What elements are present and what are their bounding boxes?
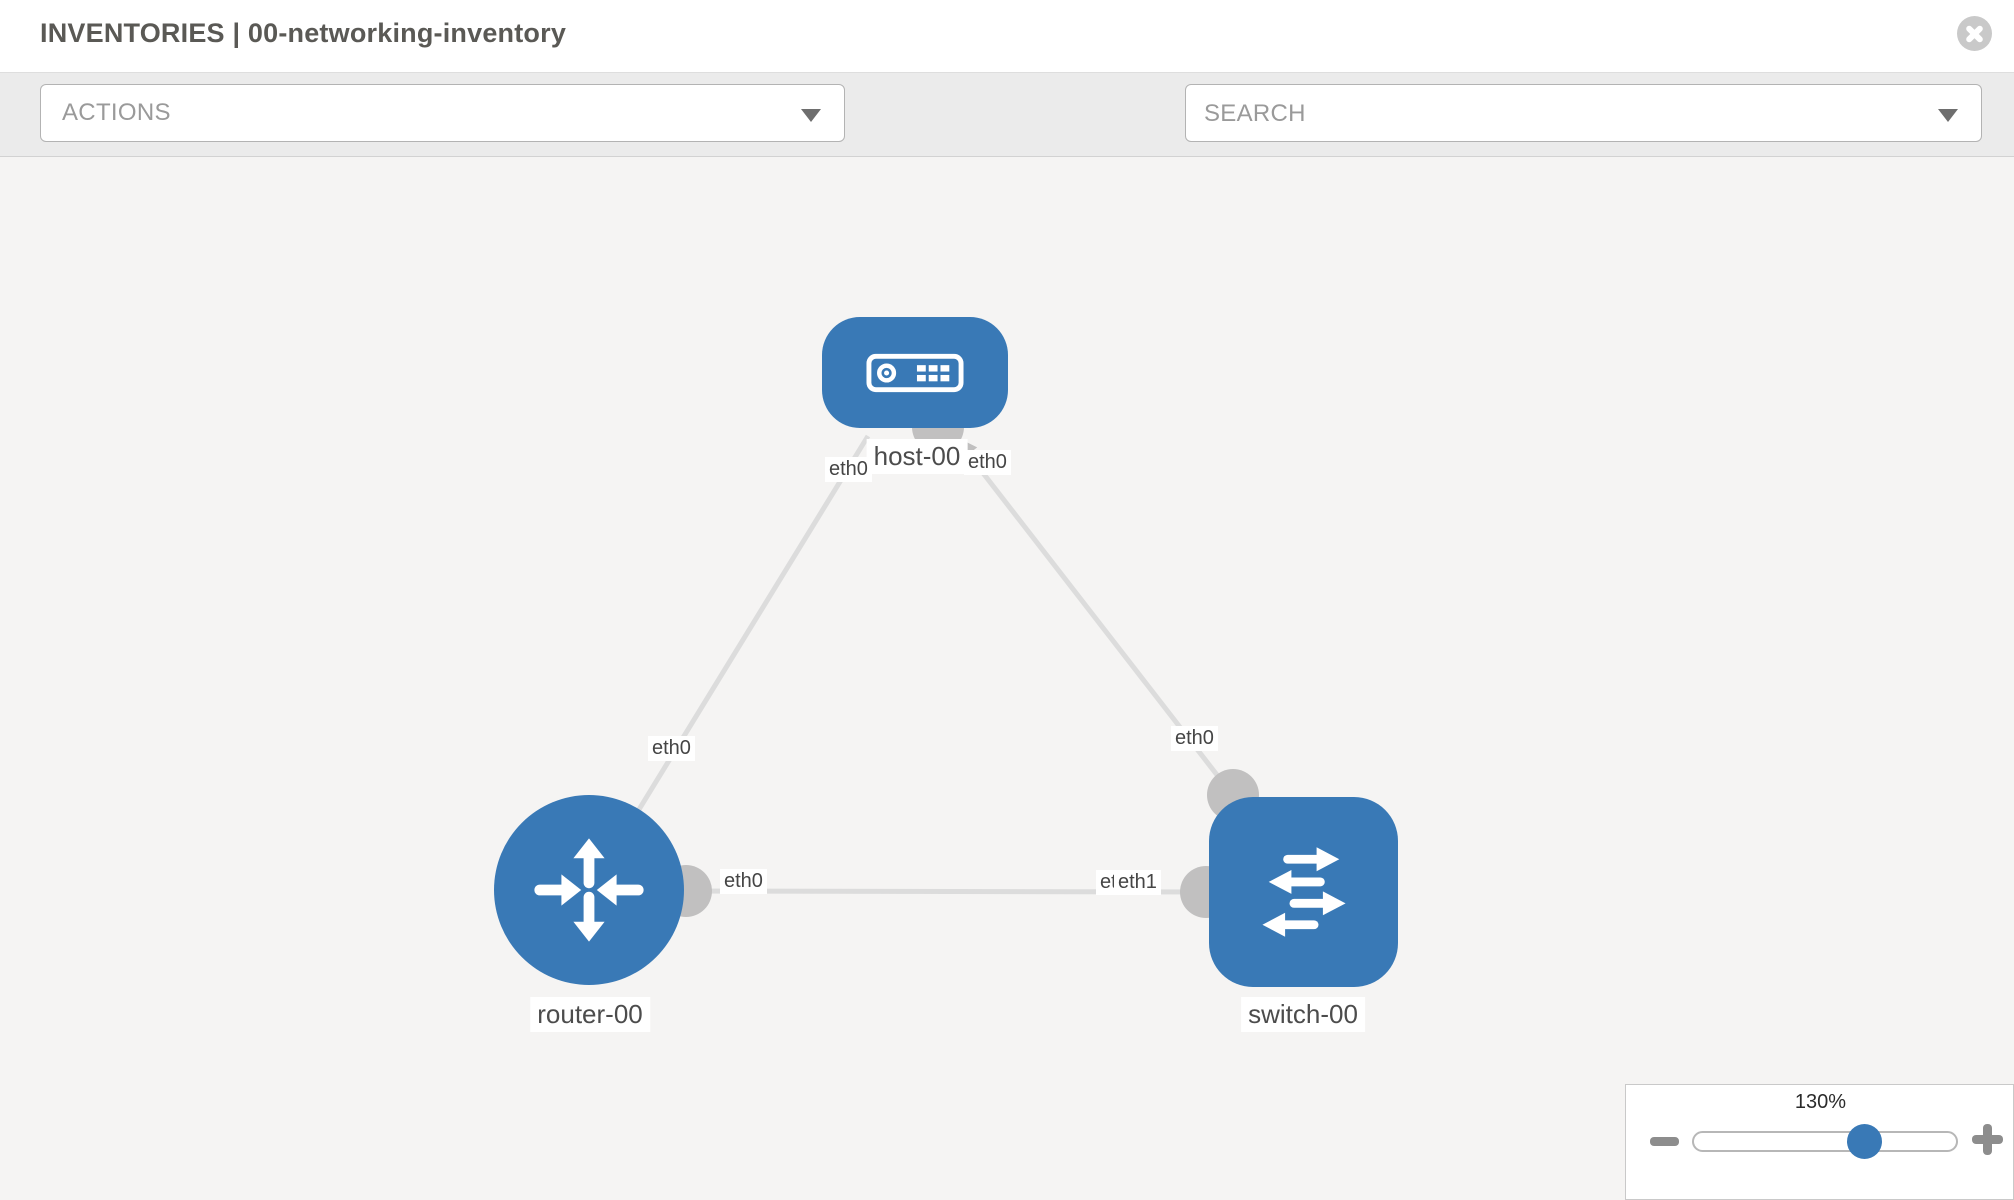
node-switch-00[interactable] xyxy=(1209,797,1398,987)
interface-label-switch-host: eth0 xyxy=(1171,726,1218,751)
zoom-slider-knob[interactable] xyxy=(1847,1124,1882,1159)
minus-icon[interactable] xyxy=(1650,1137,1679,1146)
host-device-icon xyxy=(866,353,964,392)
plus-icon[interactable] xyxy=(1972,1124,2003,1155)
actions-dropdown[interactable]: ACTIONS xyxy=(40,84,845,142)
zoom-control-panel: 130% xyxy=(1625,1084,2014,1200)
node-label-host: host-00 xyxy=(866,439,968,474)
interface-label-host-right: eth0 xyxy=(964,450,1011,475)
node-label-switch: switch-00 xyxy=(1241,997,1365,1032)
search-input[interactable] xyxy=(1202,91,1926,137)
node-host-00[interactable] xyxy=(822,317,1008,428)
toolbar: ACTIONS xyxy=(0,73,2014,203)
actions-dropdown-label: ACTIONS xyxy=(62,99,171,126)
interface-label-router-switch-left: eth0 xyxy=(720,869,767,894)
page-title: INVENTORIES | 00-networking-inventory xyxy=(40,18,567,48)
chevron-down-icon xyxy=(1938,109,1958,122)
header-bar: INVENTORIES | 00-networking-inventory xyxy=(0,0,2014,73)
interface-label-router-switch-over: eth1 xyxy=(1114,870,1161,895)
close-icon[interactable] xyxy=(1957,16,1992,51)
zoom-slider-track[interactable] xyxy=(1692,1131,1958,1152)
zoom-percent-label: 130% xyxy=(1794,1091,1847,1113)
topology-links-layer xyxy=(586,401,1264,918)
topology-canvas[interactable]: host-00 router-00 switch-00 eth0 eth0 et… xyxy=(0,157,2014,1200)
link-switch-host[interactable] xyxy=(950,431,1264,835)
switch-arrows-icon xyxy=(1261,847,1346,937)
node-label-router: router-00 xyxy=(530,997,650,1032)
search-dropdown[interactable] xyxy=(1185,84,1982,142)
node-router-00[interactable] xyxy=(494,795,684,985)
router-arrows-icon xyxy=(534,838,644,942)
interface-label-router-host: eth0 xyxy=(648,736,695,761)
interface-label-host-left: eth0 xyxy=(825,457,872,482)
chevron-down-icon xyxy=(801,109,821,122)
